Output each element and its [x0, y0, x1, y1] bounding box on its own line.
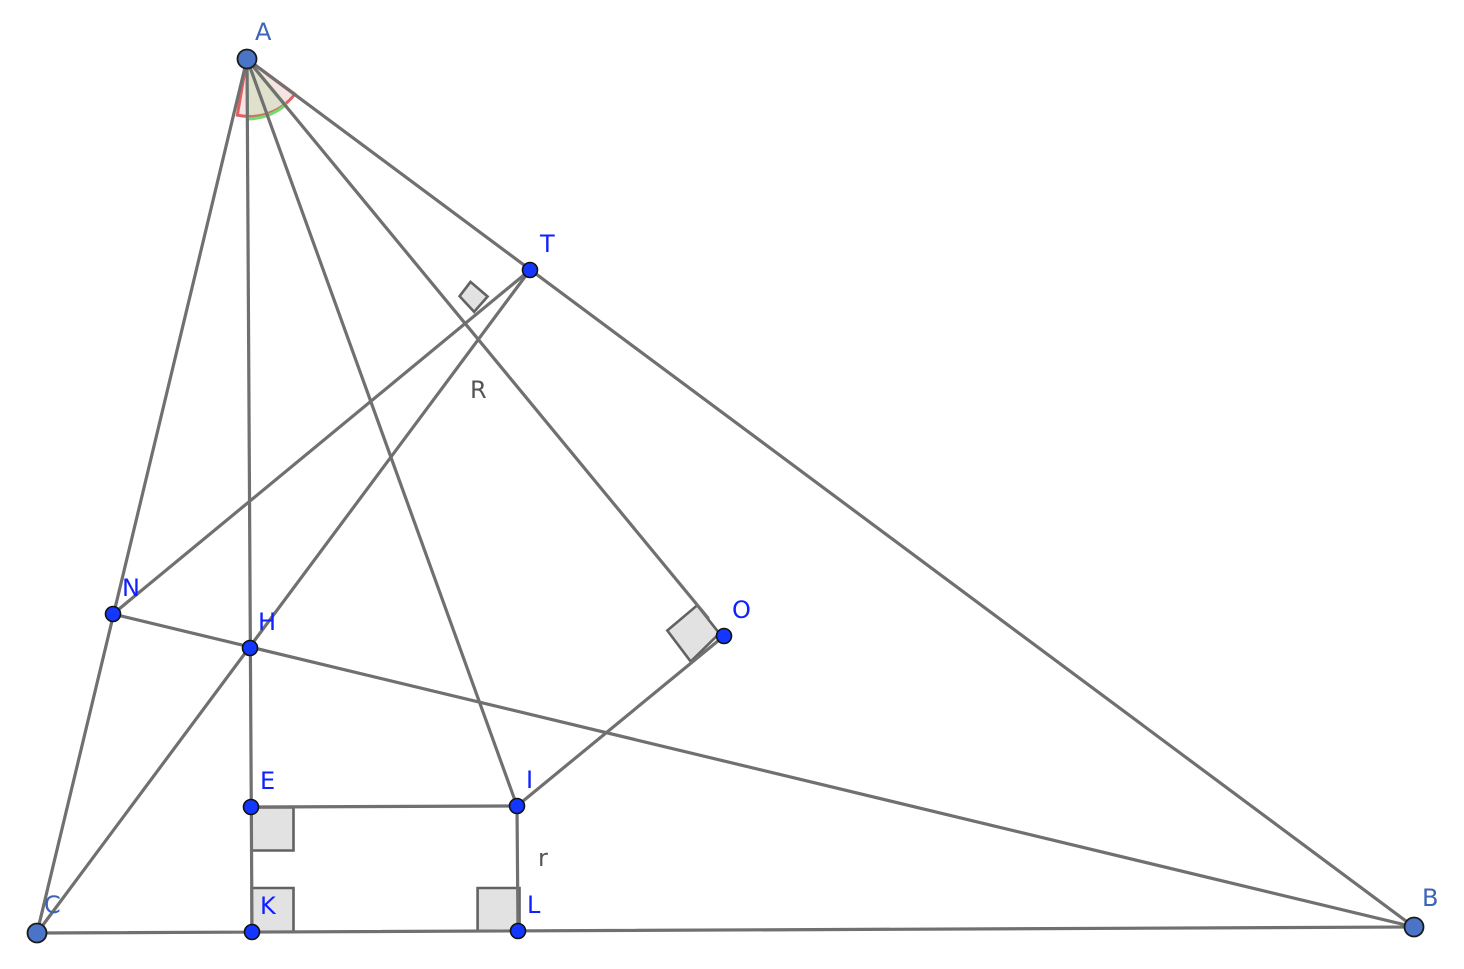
segment-NB: [111, 612, 1416, 929]
point-label-E: E: [260, 767, 275, 795]
point-label-T: T: [539, 230, 555, 258]
point-T[interactable]: [521, 261, 539, 279]
segment-EI: [249, 804, 519, 809]
right-angle-mark-O: [665, 603, 722, 664]
right-angle-mark-foot-on-AO: [457, 280, 490, 314]
segment-IL: [515, 804, 520, 933]
point-A[interactable]: [236, 48, 258, 70]
segment-AB: [245, 57, 1416, 929]
point-label-C: C: [44, 891, 61, 919]
point-B[interactable]: [1403, 916, 1425, 938]
segment-AC: [35, 57, 249, 935]
point-E[interactable]: [242, 798, 260, 816]
segment-TC: [35, 268, 532, 935]
segment-label-r: r: [538, 844, 548, 872]
segment-label-R: R: [470, 376, 487, 404]
point-label-B: B: [1422, 884, 1438, 912]
point-H[interactable]: [241, 639, 259, 657]
point-L[interactable]: [509, 922, 527, 940]
segment-AK: [245, 57, 254, 934]
point-O[interactable]: [715, 627, 733, 645]
point-label-I: I: [526, 766, 533, 794]
point-N[interactable]: [104, 605, 122, 623]
point-label-N: N: [122, 574, 140, 602]
point-I[interactable]: [508, 797, 526, 815]
segment-CB: [35, 925, 1416, 935]
segment-IO: [515, 634, 726, 808]
point-label-K: K: [260, 892, 277, 920]
point-K[interactable]: [243, 923, 261, 941]
point-label-L: L: [527, 891, 541, 919]
point-label-A: A: [255, 18, 272, 46]
point-C[interactable]: [26, 922, 48, 944]
point-label-H: H: [258, 608, 276, 636]
point-label-O: O: [732, 596, 751, 624]
segment-AI: [245, 57, 519, 808]
segment-TN: [111, 268, 532, 616]
right-angle-mark-E: [250, 806, 295, 852]
